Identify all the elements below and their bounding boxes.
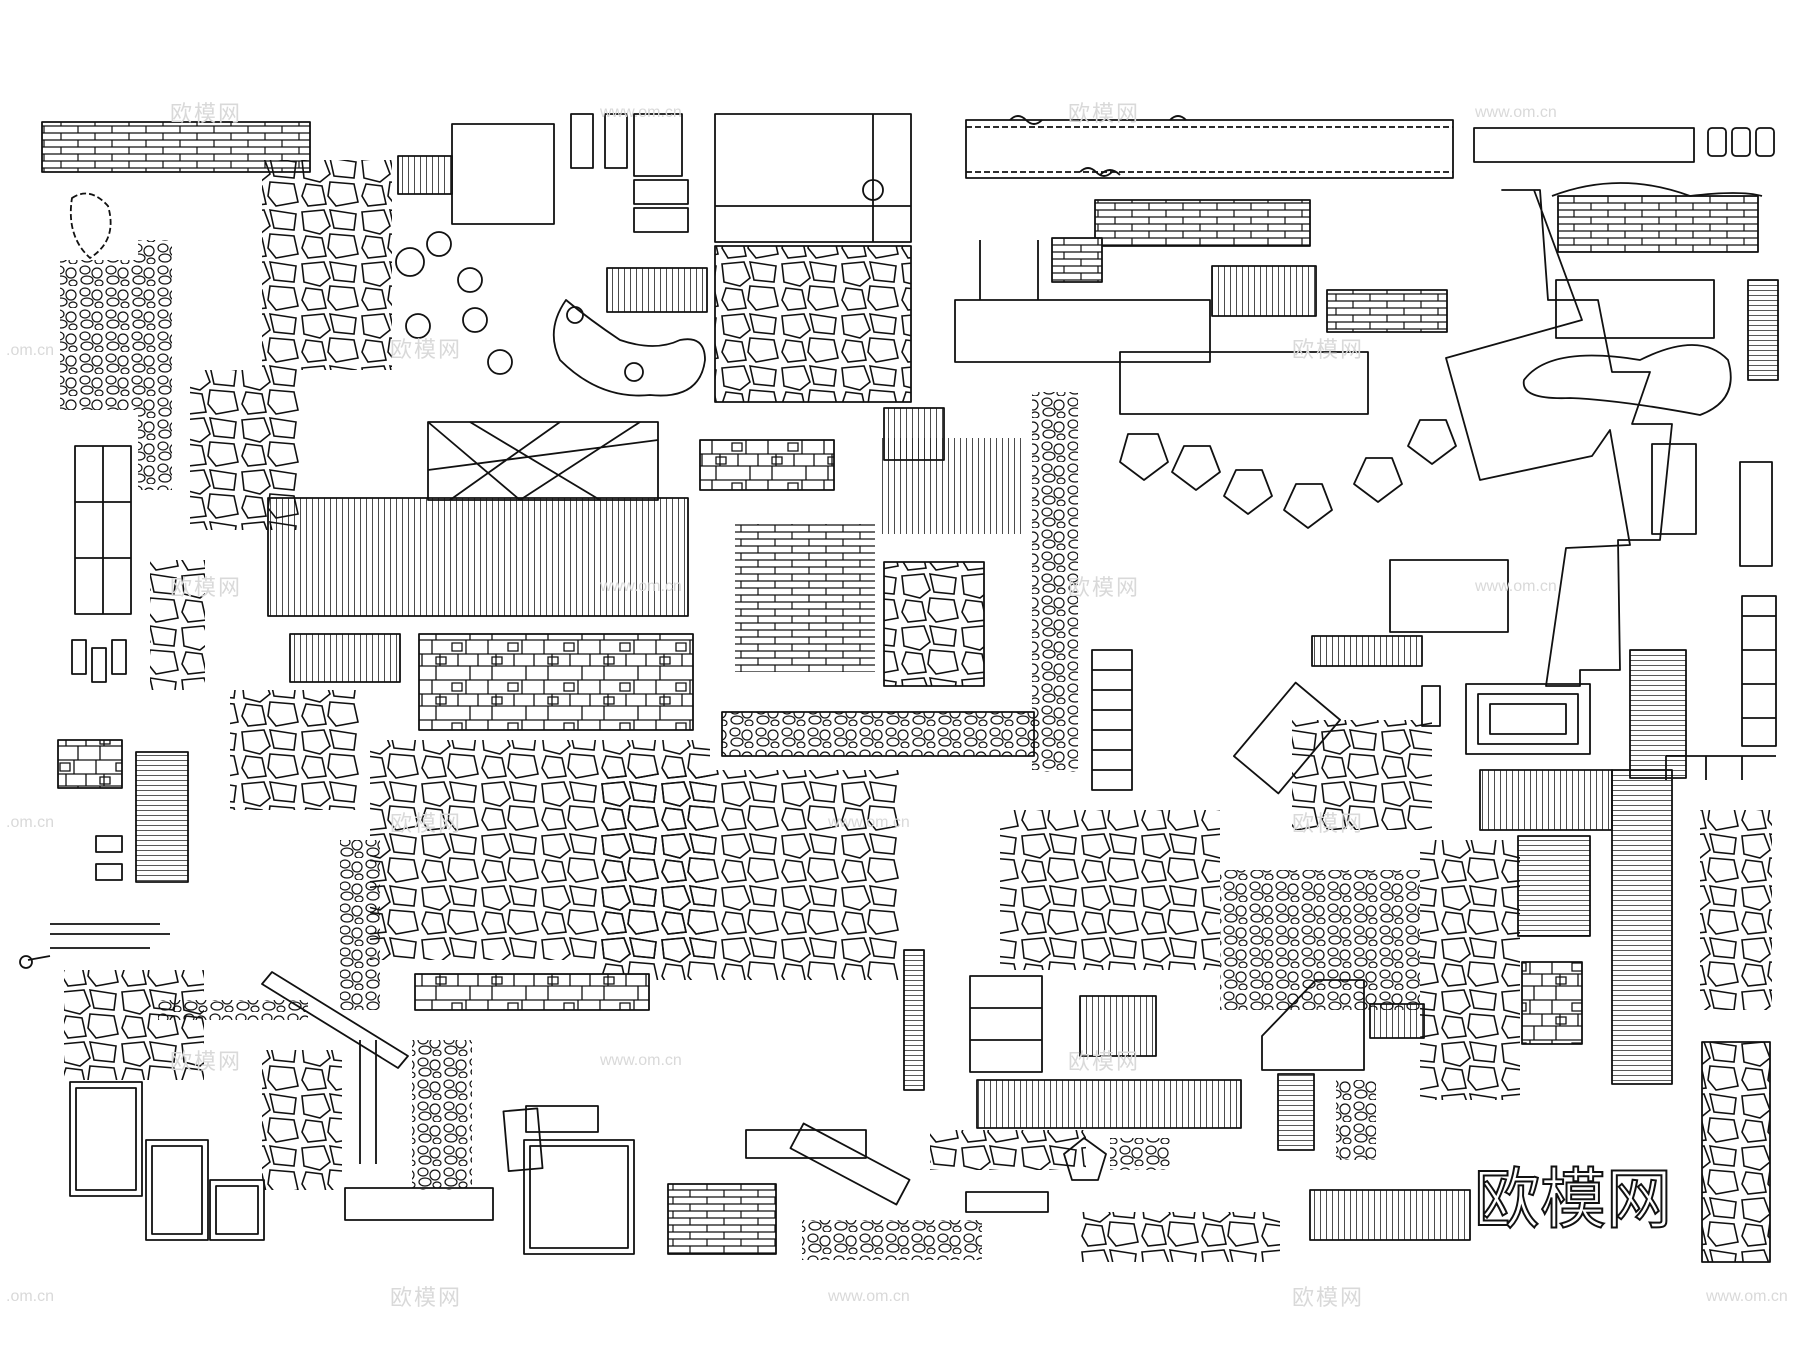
watermark-cn: 欧模网 xyxy=(390,338,463,363)
zigzag-boardwalk xyxy=(1445,189,1673,687)
pentagon-path xyxy=(1119,419,1457,529)
stair-block xyxy=(397,155,453,195)
watermark-cn: 欧模网 xyxy=(170,576,243,601)
watermark-cn: 欧模网 xyxy=(1068,102,1141,127)
watermark-cn: 欧模网 xyxy=(390,812,463,837)
watermark-url: www.om.cn xyxy=(600,1052,682,1069)
watermark-url: www.om.cn xyxy=(1475,104,1557,121)
watermark-cn: 欧模网 xyxy=(1292,338,1365,363)
paved-square xyxy=(714,113,912,243)
watermark-cn: 欧模网 xyxy=(390,1286,463,1311)
site-logo: 欧模网 xyxy=(1474,1161,1672,1238)
timber-deck xyxy=(1611,769,1673,1085)
watermark-url: www.om.cn xyxy=(828,1288,910,1305)
watermark-cn: 欧模网 xyxy=(1068,576,1141,601)
watermark-cn: 欧模网 xyxy=(1292,1286,1365,1311)
watermark-url: .om.cn xyxy=(6,814,55,831)
boardwalk-b xyxy=(1119,351,1369,415)
watermark-cn: 欧模网 xyxy=(1068,1050,1141,1075)
watermark-url: .om.cn xyxy=(6,342,55,359)
watermark-url: www.om.cn xyxy=(600,578,682,595)
vine-band xyxy=(965,119,1454,179)
linear-planks xyxy=(267,497,689,617)
watermark-url: www.om.cn xyxy=(1706,1288,1788,1305)
watermark-url: .om.cn xyxy=(6,1288,55,1305)
watermark-cn: 欧模网 xyxy=(170,1050,243,1075)
pond-outline xyxy=(1522,344,1732,416)
watermark-url: www.om.cn xyxy=(600,104,682,121)
square-slab xyxy=(451,123,555,225)
curved-bed xyxy=(552,299,706,397)
watermark-url: www.om.cn xyxy=(1475,578,1557,595)
crazy-paving-square xyxy=(714,245,912,403)
watermark-cn: 欧模网 xyxy=(1292,812,1365,837)
watermark-cn: 欧模网 xyxy=(170,102,243,127)
boardwalk-a xyxy=(954,299,1211,363)
watermark-url: www.om.cn xyxy=(828,814,910,831)
